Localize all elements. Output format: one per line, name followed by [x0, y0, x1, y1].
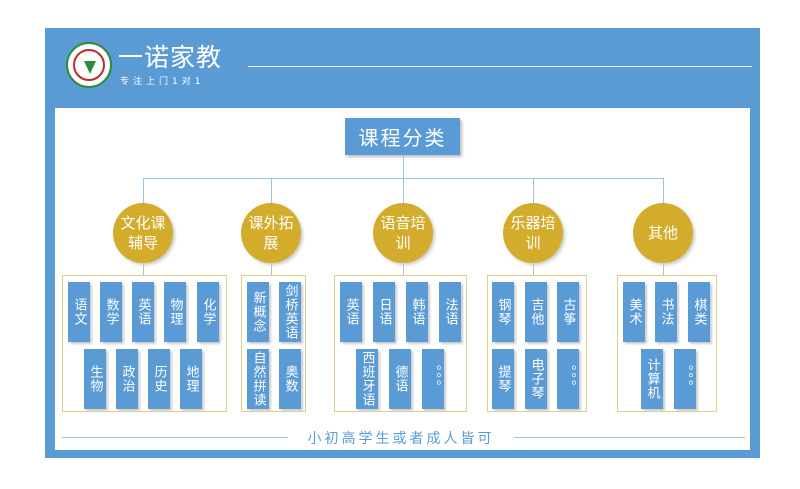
course-tile: 物理	[164, 282, 186, 342]
course-tile: 自然拼读	[247, 349, 269, 409]
category-circle: 其他	[633, 203, 693, 263]
category-circle: 乐器培训	[503, 203, 563, 263]
brand-title: 一诺家教	[118, 43, 223, 72]
course-tile: 新概念	[247, 282, 269, 342]
course-tile: 生物	[84, 349, 106, 409]
tree-connector	[403, 178, 404, 203]
course-tile: 地理	[180, 349, 202, 409]
tree-connector	[663, 178, 664, 203]
tree-connector	[533, 263, 534, 275]
tree-connector	[663, 263, 664, 275]
course-tile: 英语	[132, 282, 154, 342]
category-circle: 文化课辅导	[113, 203, 173, 263]
course-tile: 语文	[68, 282, 90, 342]
course-tile: 数学	[100, 282, 122, 342]
course-tile: 韩语	[406, 282, 428, 342]
category-circle: 课外拓展	[241, 203, 301, 263]
course-tile: 计算机	[641, 349, 663, 409]
category-label: 文化课辅导	[120, 214, 166, 252]
footer-note: 小初高学生或者成人皆可	[307, 431, 495, 447]
course-tile: 政治	[116, 349, 138, 409]
course-tile: 棋类	[688, 282, 710, 342]
course-tile: 西班牙语	[356, 349, 378, 409]
tree-connector	[271, 263, 272, 275]
brand-tagline: 专注上门1对1	[120, 77, 205, 87]
course-tile: 古筝	[557, 282, 579, 342]
footer-divider-right	[514, 437, 745, 438]
header-divider	[248, 66, 752, 67]
tree-connector	[403, 263, 404, 275]
category-label: 乐器培训	[510, 214, 556, 252]
footer-divider-left	[62, 437, 288, 438]
category-box	[241, 275, 306, 412]
category-box	[487, 275, 587, 412]
tree-connector	[403, 155, 404, 178]
tree-connector	[143, 178, 144, 203]
tree-connector	[533, 178, 534, 203]
course-tile: 剑桥英语	[279, 282, 301, 342]
course-tile: 化学	[197, 282, 219, 342]
course-tile: 。。。	[557, 349, 579, 409]
course-tile: 提琴	[492, 349, 514, 409]
course-tile: 书法	[655, 282, 677, 342]
category-box	[617, 275, 717, 412]
course-tile: 德语	[389, 349, 411, 409]
course-tile: 电子琴	[525, 349, 547, 409]
course-tile: 。。。	[422, 349, 444, 409]
category-label: 语音培训	[380, 214, 426, 252]
course-tile: 钢琴	[492, 282, 514, 342]
main-title: 课程分类	[345, 118, 460, 155]
course-tile: 英语	[340, 282, 362, 342]
tree-connector	[271, 178, 272, 203]
course-tile: 吉他	[525, 282, 547, 342]
course-tile: 法语	[439, 282, 461, 342]
tree-connector	[143, 263, 144, 275]
category-label: 其他	[647, 224, 678, 242]
course-tile: 日语	[373, 282, 395, 342]
category-circle: 语音培训	[373, 203, 433, 263]
course-tile: 历史	[148, 349, 170, 409]
logo-icon	[66, 42, 112, 88]
category-label: 课外拓展	[248, 214, 294, 252]
course-tile: 。。。	[674, 349, 696, 409]
category-box	[334, 275, 467, 412]
course-tile: 美术	[623, 282, 645, 342]
category-box	[62, 275, 227, 412]
course-tile: 奥数	[279, 349, 301, 409]
